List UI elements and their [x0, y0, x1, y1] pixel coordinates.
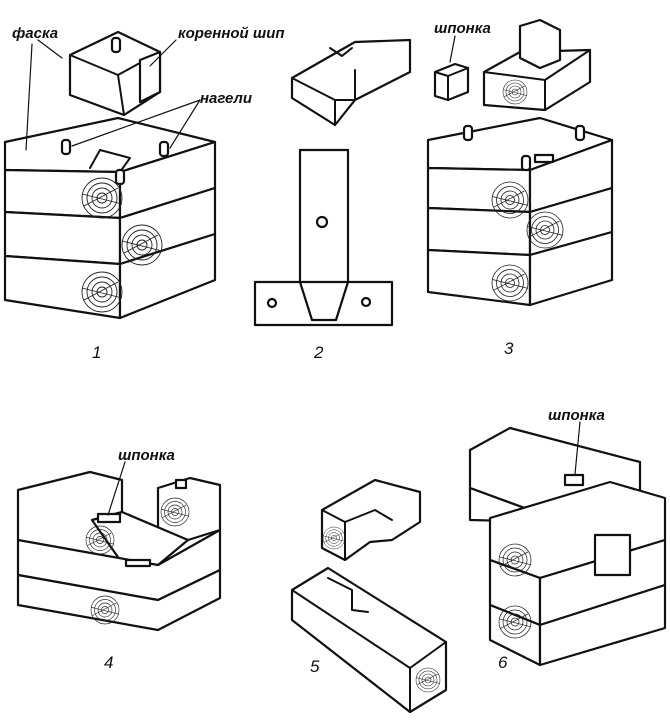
- label-root-tenon: коренной шип: [178, 25, 285, 42]
- figure-5-half-lap: 5: [290, 478, 448, 714]
- root-tenon-block: [68, 30, 162, 117]
- tenon-cross-section: [253, 148, 394, 327]
- key-piece: [433, 62, 470, 102]
- log-stack-6: [468, 426, 667, 667]
- label-key-4: шпонка: [118, 447, 175, 464]
- figure-4-corner-with-key: шпонка 4: [16, 447, 222, 672]
- keyed-log-end: [482, 18, 592, 112]
- log-stack-1: [3, 116, 217, 320]
- label-dowels: нагели: [200, 90, 252, 107]
- figure-number-2: 2: [313, 343, 324, 362]
- figure-number-5: 5: [310, 657, 320, 676]
- figure-3-corner-with-key: шпонка 3: [426, 18, 614, 358]
- figure-number-1: 1: [92, 343, 101, 362]
- tenon-block-3d: [290, 38, 412, 127]
- upper-lap-log: [320, 478, 422, 562]
- figure-6-corner-with-key: шпонка 6: [468, 407, 667, 672]
- label-chamfer: фаска: [12, 25, 58, 42]
- lower-notched-log: [290, 566, 448, 714]
- figure-number-4: 4: [104, 653, 113, 672]
- figure-number-6: 6: [498, 653, 508, 672]
- label-key-6: шпонка: [548, 407, 605, 424]
- log-stack-3: [426, 116, 614, 307]
- log-stack-4: [16, 470, 222, 632]
- figure-2-tenon-profile: 2: [253, 38, 412, 362]
- figure-number-3: 3: [504, 339, 514, 358]
- label-key-3: шпонка: [434, 20, 491, 37]
- figure-1-corner-root-tenon: фаска коренной шип нагели 1: [3, 25, 285, 362]
